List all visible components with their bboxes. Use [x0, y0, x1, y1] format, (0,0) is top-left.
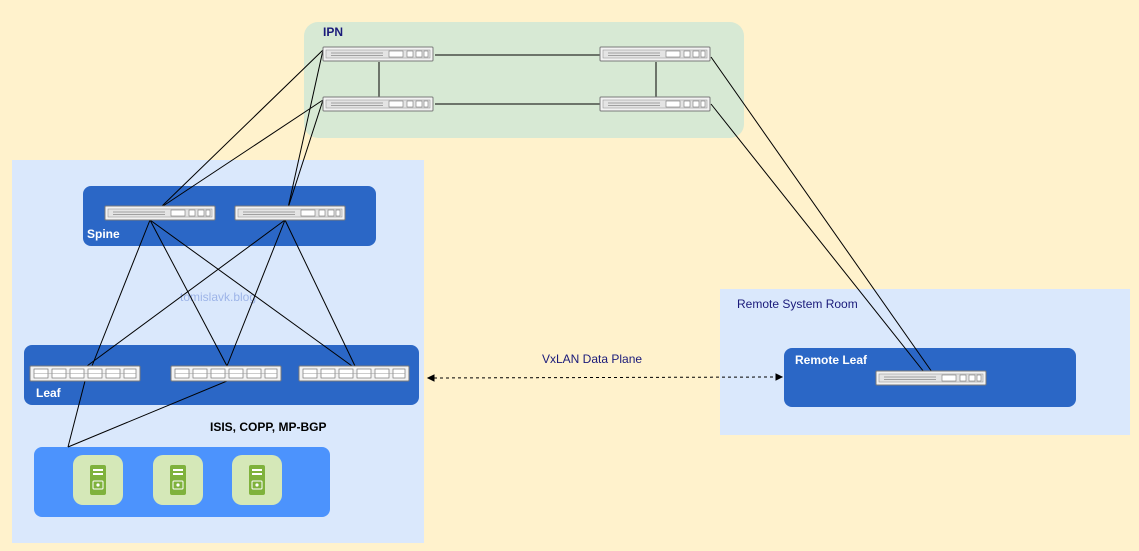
link-ipn4-remoteleaf — [710, 103, 925, 373]
ipn-switch-4-icon — [599, 96, 711, 112]
server-3-icon — [231, 454, 283, 506]
spine-label: Spine — [87, 227, 120, 241]
link-ipn3-spine2 — [287, 99, 324, 209]
server-1-icon — [72, 454, 124, 506]
link-spine2-leaf3 — [284, 219, 356, 367]
link-ipn2-remoteleaf — [710, 56, 933, 373]
spine-switch-1-icon — [104, 205, 216, 221]
spine-switch-2-icon — [234, 205, 346, 221]
link-spine1-leaf3 — [149, 219, 353, 367]
vxlan-link — [427, 376, 777, 379]
remote-leaf-label: Remote Leaf — [795, 353, 868, 367]
link-spine2-leaf2 — [226, 219, 286, 367]
watermark: tomislavk.blog — [180, 290, 257, 304]
server-2-icon — [152, 454, 204, 506]
ipn-switch-3-icon — [322, 96, 434, 112]
leaf-label: Leaf — [36, 386, 61, 400]
link-ipn3-spine1 — [159, 99, 324, 209]
link-ipn1-spine1 — [159, 49, 324, 209]
link-leaf1-servers — [67, 380, 86, 448]
leaf-switch-3-icon — [298, 365, 410, 382]
link-spine1-leaf2 — [149, 219, 228, 367]
links — [67, 49, 933, 448]
vxlan-arrow-right — [775, 373, 784, 381]
link-spine2-leaf1 — [86, 219, 286, 367]
link-leaf2-servers — [67, 380, 228, 448]
leaf-switch-2-icon — [170, 365, 282, 382]
ipn-zone — [304, 22, 744, 138]
vxlan-arrow-left — [426, 374, 435, 382]
leaf-switch-1-icon — [29, 365, 141, 382]
protocols-label: ISIS, COPP, MP-BGP — [210, 420, 327, 434]
remote-room-label: Remote System Room — [737, 297, 858, 311]
vxlan-label: VxLAN Data Plane — [542, 352, 643, 366]
link-spine1-leaf1 — [91, 219, 151, 367]
link-ipn1-spine2 — [287, 49, 324, 209]
ipn-switch-2-icon — [599, 46, 711, 62]
remote-leaf-switch-icon — [875, 370, 987, 386]
ipn-switch-1-icon — [322, 46, 434, 62]
ipn-label: IPN — [323, 25, 344, 39]
